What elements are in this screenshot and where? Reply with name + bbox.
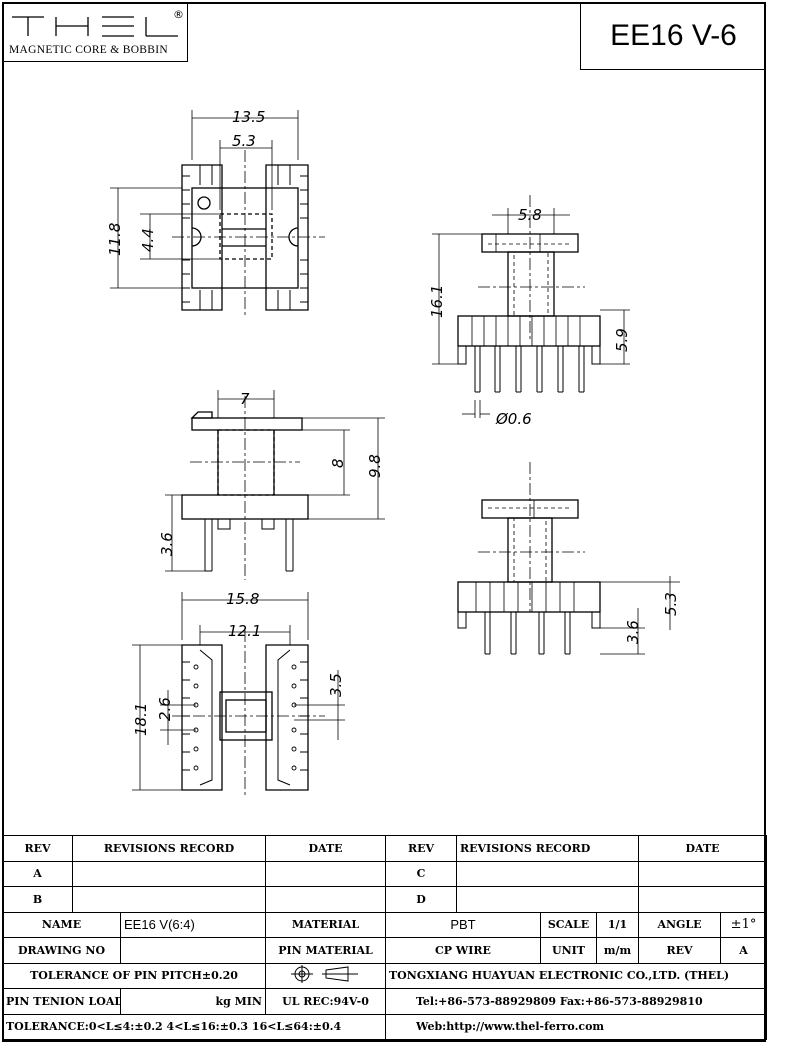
scale-value: 1/1: [596, 911, 639, 938]
logo-block: ® MAGNETIC CORE & BOBBIN: [2, 2, 188, 62]
dim-3-6-side: 3.6: [624, 620, 642, 644]
general-tolerance: TOLERANCE:0<L≤4:±0.2 4<L≤16:±0.3 16<L≤64…: [2, 1013, 386, 1040]
pin-tension-unit: kg MIN: [120, 988, 266, 1015]
rev-d-record: [456, 886, 639, 913]
rev-a-record: [72, 860, 266, 887]
rev-field-label: REV: [638, 937, 721, 964]
rev-b-record: [72, 886, 266, 913]
dim-12-1: 12.1: [228, 622, 261, 640]
name-value: EE16 V(6:4): [120, 911, 266, 938]
drawing-no-value: [120, 937, 266, 964]
dim-13-5: 13.5: [232, 108, 265, 126]
pin-material-label: PIN MATERIAL: [265, 937, 386, 964]
website: Web:http://www.thel-ferro.com: [384, 1013, 768, 1040]
revisions-header: REVISIONS RECORD: [72, 835, 266, 862]
unit-label: UNIT: [540, 937, 597, 964]
front-view: [165, 390, 385, 580]
pin-material-value: CP WIRE: [385, 937, 541, 964]
rev-header-2: REV: [385, 835, 457, 862]
dim-2-6: 2.6: [156, 697, 174, 721]
rev-b-date: [265, 886, 386, 913]
date-header-2: DATE: [637, 835, 768, 862]
side-view: [432, 195, 630, 418]
projection-symbol-icon: [290, 965, 358, 984]
drawing-title: EE16 V-6: [580, 2, 766, 70]
side-view-2: [457, 462, 680, 655]
angle-label: ANGLE: [638, 911, 721, 938]
ul-rec: UL REC:94V-0: [265, 988, 386, 1015]
dim-15-8: 15.8: [226, 590, 259, 608]
tel-fax: Tel:+86-573-88929809 Fax:+86-573-8892981…: [384, 988, 768, 1015]
dim-pin-diameter: Ø0.6: [495, 410, 532, 428]
registered-mark: ®: [173, 8, 184, 21]
dim-5-9: 5.9: [613, 328, 631, 352]
rev-a-date: [265, 860, 386, 887]
logo-subtitle: MAGNETIC CORE & BOBBIN: [9, 44, 168, 56]
pin-tension-label: PIN TENION LOAD: [2, 988, 121, 1015]
dim-5-3: 5.3: [232, 132, 256, 150]
dim-5-3-side: 5.3: [662, 592, 680, 616]
bottom-view: [132, 592, 345, 798]
dim-8: 8: [329, 458, 347, 468]
dim-3-6-front: 3.6: [158, 532, 176, 556]
rev-c-record: [456, 860, 639, 887]
rev-header: REV: [2, 835, 73, 862]
dim-9-8: 9.8: [366, 454, 384, 478]
projection-symbol: [265, 962, 386, 989]
rev-c: C: [385, 860, 457, 887]
top-view: [110, 110, 325, 318]
title-block-table: REV REVISIONS RECORD DATE REV REVISIONS …: [2, 835, 768, 1040]
technical-drawing: 13.5 5.3 11.8 4.4 5.8 16.1 5.9 Ø0.6 7 8 …: [106, 108, 680, 798]
rev-c-date: [637, 860, 768, 887]
drawing-frame: [2, 2, 766, 1042]
rev-b: B: [2, 886, 73, 913]
dim-3-5: 3.5: [327, 673, 345, 697]
dim-11-8: 11.8: [106, 223, 124, 256]
dim-18-1: 18.1: [132, 703, 150, 736]
dim-7: 7: [240, 390, 250, 408]
rev-d-date: [637, 886, 768, 913]
dim-4-4: 4.4: [139, 228, 157, 252]
dim-16-1: 16.1: [428, 285, 446, 318]
pitch-tolerance: TOLERANCE OF PIN PITCH±0.20: [2, 962, 266, 989]
drawing-no-label: DRAWING NO: [2, 937, 121, 964]
name-label: NAME: [2, 911, 121, 938]
material-value: PBT: [385, 911, 541, 938]
material-label: MATERIAL: [265, 911, 386, 938]
angle-value: ±1°: [719, 911, 768, 938]
revisions-header-2: REVISIONS RECORD: [456, 835, 639, 862]
scale-label: SCALE: [540, 911, 597, 938]
unit-value: m/m: [596, 937, 639, 964]
thel-logo-wordmark: [12, 16, 178, 37]
rev-field-value: A: [719, 937, 768, 964]
date-header: DATE: [265, 835, 386, 862]
company-name: TONGXIANG HUAYUAN ELECTRONIC CO.,LTD. (T…: [384, 962, 768, 989]
rev-d: D: [385, 886, 457, 913]
dim-5-8: 5.8: [518, 206, 542, 224]
rev-a: A: [2, 860, 73, 887]
